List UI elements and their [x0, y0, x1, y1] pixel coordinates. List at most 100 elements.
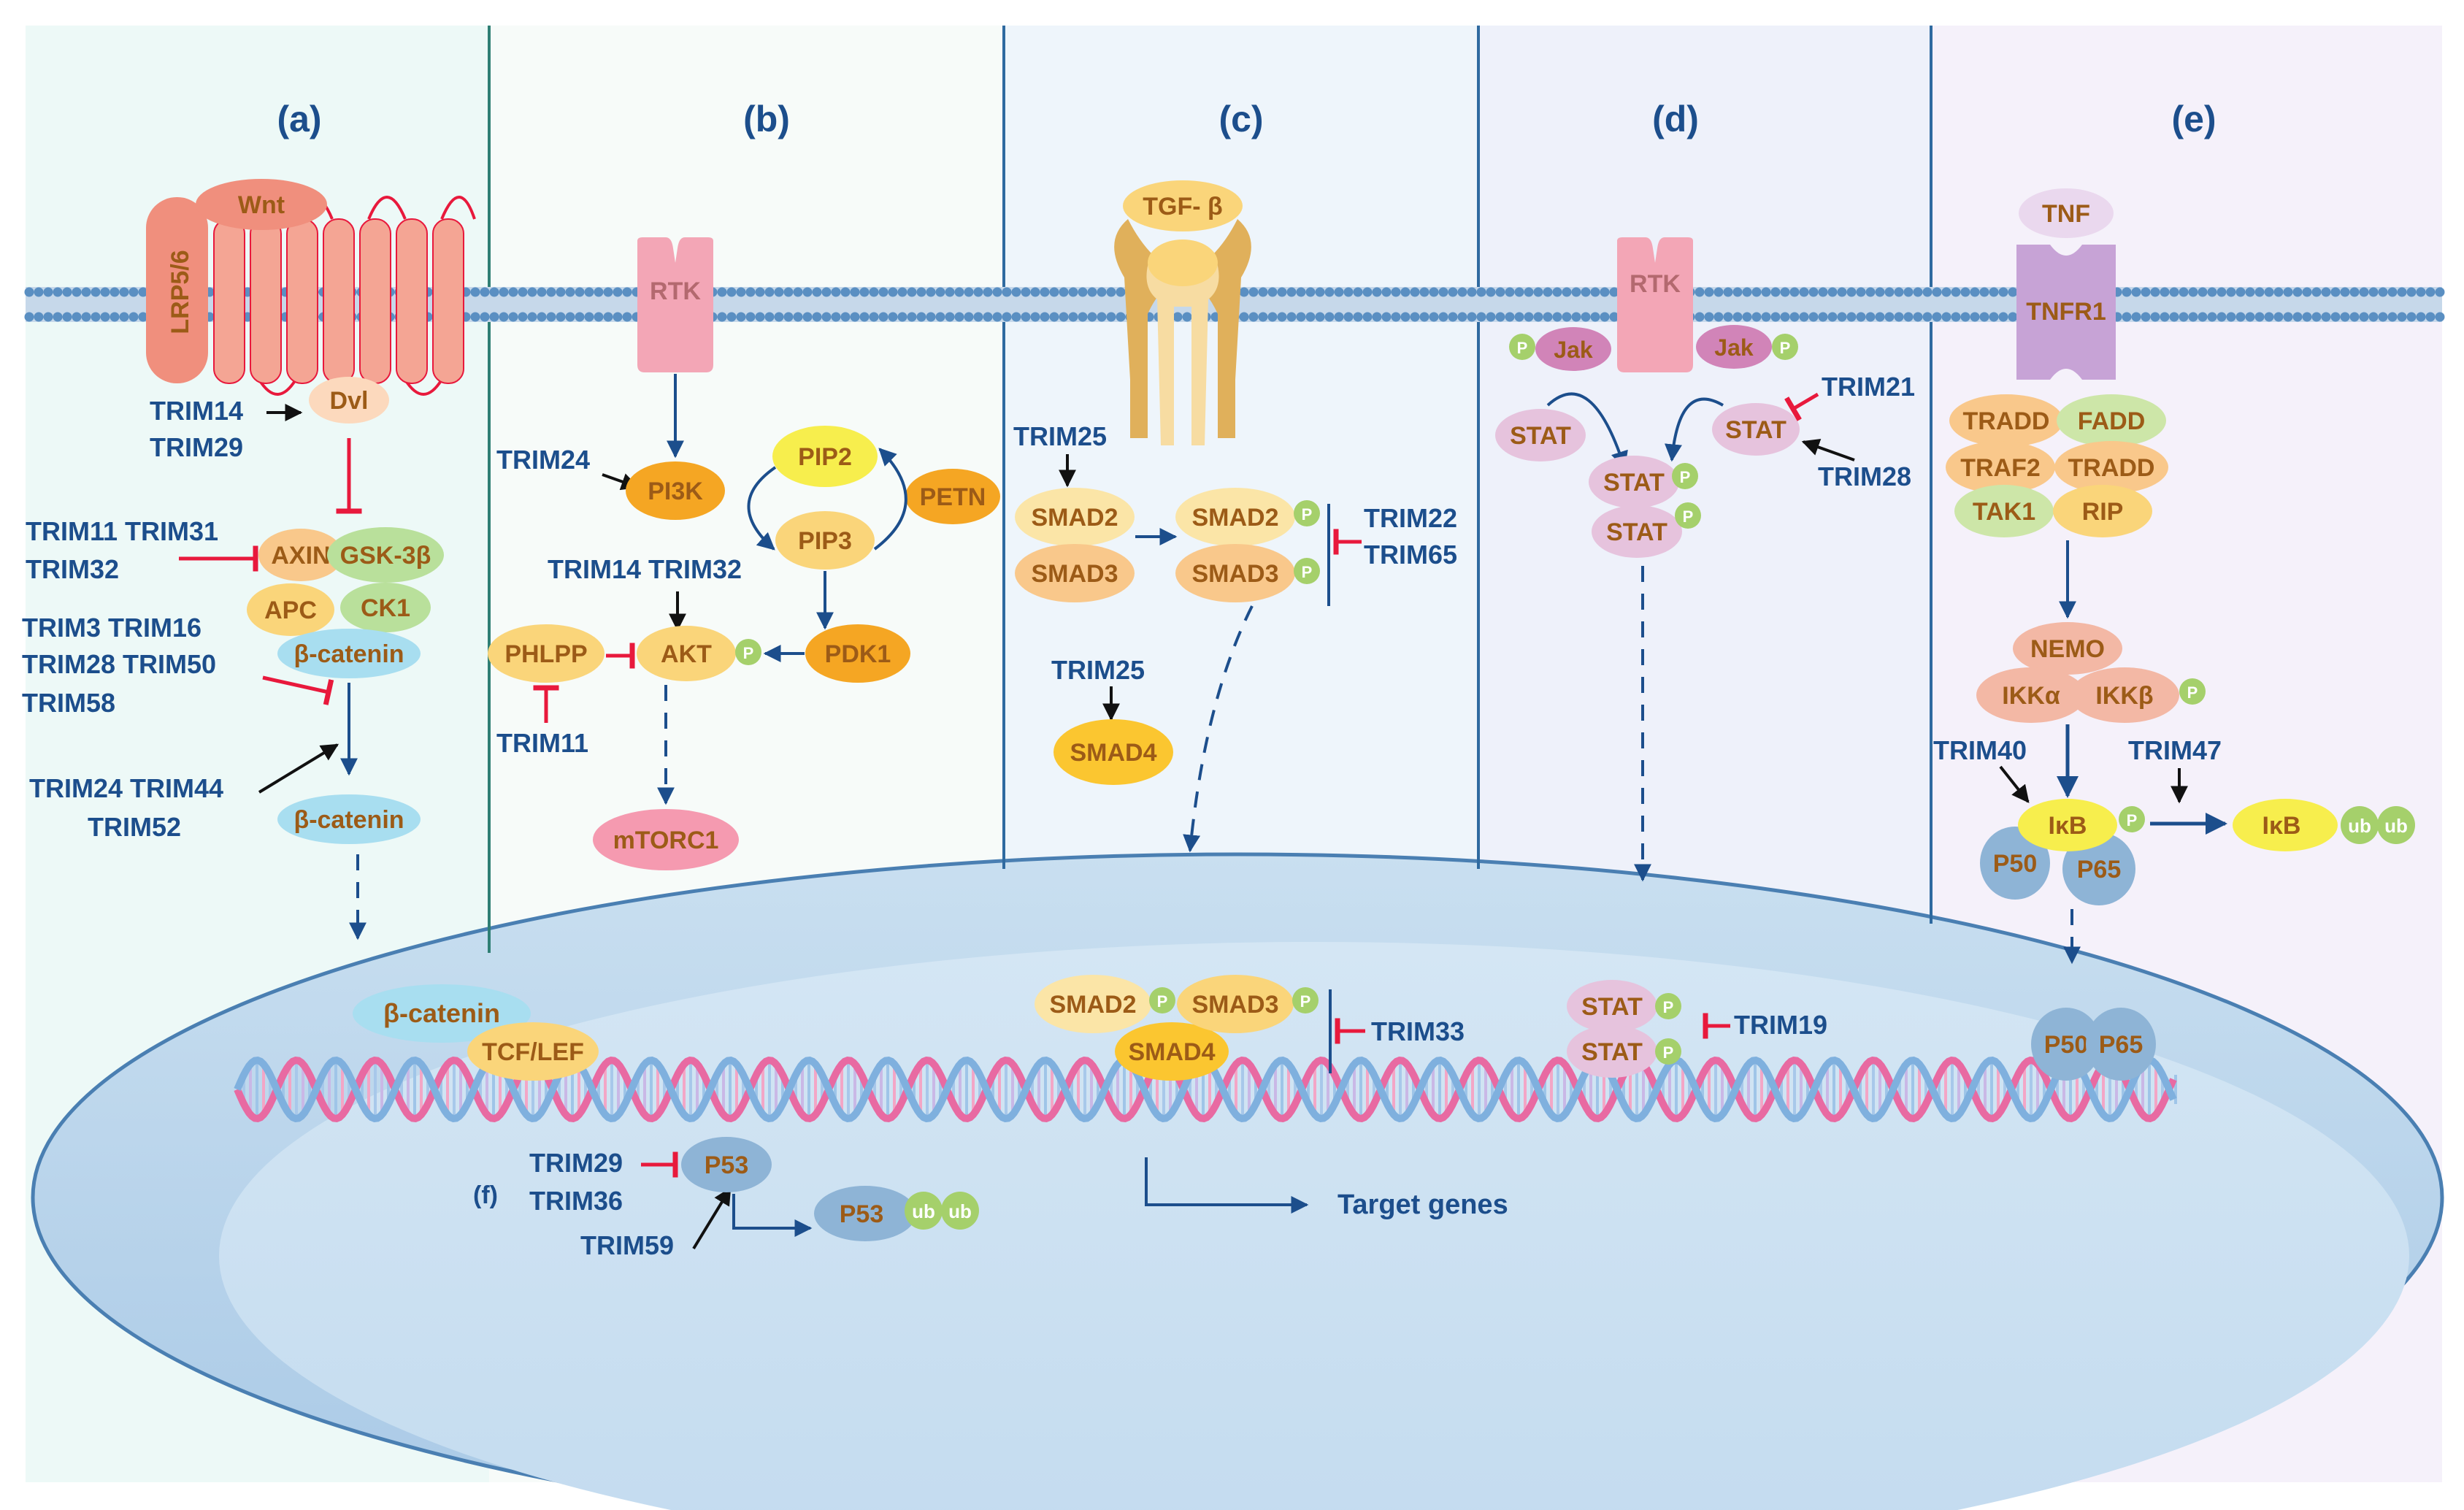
beta-catenin-complex-label: β-catenin [293, 640, 404, 668]
nuclear-smad4-node [1115, 1022, 1229, 1081]
stat-dimer-bottom-phospho [1675, 502, 1701, 529]
lipid-head [2425, 287, 2436, 297]
lipid-head [62, 312, 72, 322]
trim3-trim16-label: TRIM3 TRIM16 [22, 613, 202, 643]
lipid-head [1751, 287, 1762, 297]
lipid-head [2150, 287, 2160, 297]
beta-catenin-complex-node [277, 629, 421, 678]
lipid-head [973, 312, 983, 322]
trim28-activates-stat [1801, 438, 1855, 461]
lipid-head [2330, 312, 2341, 322]
lipid-head [119, 287, 129, 297]
tgfb-label: TGF- β [1143, 193, 1223, 221]
trim24-activation-arrow [258, 743, 339, 794]
dvl-node [309, 377, 389, 424]
petn-node [905, 469, 1000, 524]
lipid-head [745, 312, 756, 322]
lipid-head [480, 287, 490, 297]
rip-label: RIP [2082, 498, 2124, 526]
frizzled-helix-7 [432, 218, 464, 384]
lipid-head [1979, 312, 1989, 322]
lipid-head [1780, 312, 1790, 322]
ikb-ub-1 [2341, 806, 2379, 844]
lipid-head [2397, 287, 2407, 297]
lipid-head [1998, 287, 2008, 297]
nemo-label: NEMO [2030, 635, 2105, 663]
lipid-head [1277, 287, 1287, 297]
lipid-head [91, 287, 101, 297]
stat-dimer-top-node [1589, 456, 1679, 508]
lipid-head [594, 312, 604, 322]
fadd-node [2057, 394, 2166, 447]
lipid-head [992, 312, 1002, 322]
lipid-head [1875, 287, 1885, 297]
lipid-head [1846, 287, 1857, 297]
nemo-node [2013, 622, 2122, 675]
lipid-head [556, 312, 566, 322]
lipid-head [527, 312, 537, 322]
wnt-ligand [196, 179, 327, 230]
lipid-head [1514, 312, 1524, 322]
lipid-head [128, 287, 139, 297]
lipid-head [2435, 287, 2445, 297]
lipid-head [926, 312, 936, 322]
lipid-head [1742, 287, 1752, 297]
nuclear-stat-bottom-node [1567, 1025, 1657, 1078]
lipid-head [745, 287, 756, 297]
lipid-head [983, 287, 993, 297]
rip-node [2053, 485, 2152, 537]
lipid-head [565, 312, 575, 322]
trim14-label: TRIM14 [150, 396, 243, 426]
trim21-label: TRIM21 [1822, 372, 1915, 402]
lipid-head [1970, 287, 1980, 297]
nuclear-p50-node [2031, 1008, 2101, 1081]
tcf-lef-node [467, 1022, 599, 1081]
target-gene-transcription-arrow [1145, 1157, 1309, 1214]
jak-left-node [1535, 327, 1611, 371]
lipid-head [897, 312, 907, 322]
lipid-head [1049, 312, 1059, 322]
lipid-head [1419, 312, 1429, 322]
lipid-head [1808, 312, 1819, 322]
panel-dividers [488, 26, 1933, 953]
lipid-head [1334, 287, 1344, 297]
lipid-head [138, 312, 148, 322]
lipid-head [945, 312, 955, 322]
tradd-1-node [1949, 394, 2063, 447]
lipid-head [1106, 287, 1116, 297]
lipid-head [1732, 312, 1743, 322]
lipid-head [2368, 312, 2379, 322]
lipid-head [793, 287, 803, 297]
lipid-head [859, 312, 870, 322]
lipid-head [72, 287, 82, 297]
lipid-head [1030, 287, 1040, 297]
lipid-head [613, 287, 623, 297]
lipid-head [935, 312, 945, 322]
lipid-head [1457, 287, 1467, 297]
lipid-head [1277, 312, 1287, 322]
pi3k-label: PI3K [648, 478, 703, 505]
lipid-head [1078, 312, 1088, 322]
lipid-head [1049, 287, 1059, 297]
p53-ub-label: P53 [840, 1200, 884, 1228]
lipid-head [1362, 287, 1373, 297]
lipid-head [2131, 287, 2141, 297]
lipid-head [43, 312, 53, 322]
smad2-label: SMAD2 [1031, 504, 1118, 532]
trim52-label: TRIM52 [88, 812, 181, 842]
lipid-head [888, 287, 898, 297]
lipid-head [1372, 312, 1382, 322]
lipid-head [2169, 312, 2179, 322]
lipid-head [2217, 312, 2227, 322]
nuclear-smad2-phospho-label: P [1157, 992, 1168, 1011]
lipid-head [764, 312, 775, 322]
lipid-head [2207, 287, 2217, 297]
lipid-head [907, 312, 917, 322]
lipid-head [1875, 312, 1885, 322]
lipid-head [2254, 312, 2265, 322]
lipid-head [2169, 287, 2179, 297]
lipid-head [603, 287, 613, 297]
tradd-2-node [2054, 441, 2168, 494]
lipid-head [1789, 312, 1800, 322]
